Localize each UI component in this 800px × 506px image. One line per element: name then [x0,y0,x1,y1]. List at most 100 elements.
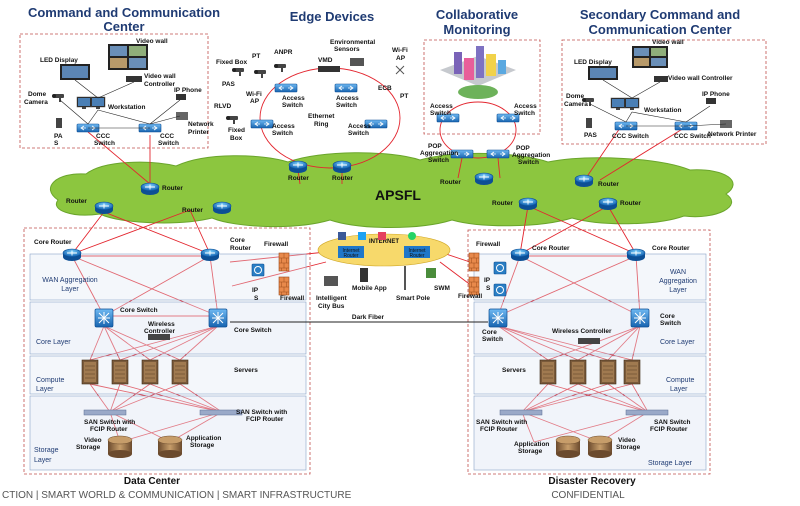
dc-core-switch-b-label: Core Switch [234,327,272,334]
dc-storage-layer-label: Storage [34,447,59,454]
dc-firewall-b-label: Firewall [280,295,304,302]
ccc-switch-b-label-2: Switch [158,140,179,147]
dc-san-l-label: SAN Switch with [84,419,135,426]
ip-phone-icon [706,98,716,104]
dc-wireless-label: Wireless [148,321,175,328]
core-switch-icon [208,308,228,328]
video-storage-icon [107,435,133,458]
dc-compute-layer-label: Compute [36,377,65,384]
heading-collaborative: Collaborative [436,7,518,22]
section-headings: Command and Communication Center Edge De… [28,5,740,37]
san-switch-icon [499,409,543,416]
dr-core-switch-r2-label: Switch [660,320,681,327]
internet-router-r2-label: Router [409,253,424,259]
dc-ips-label-2: S [254,295,259,302]
access-switch-3-label: Access [272,123,295,130]
dr-core-router-l-label: Core Router [532,245,570,252]
access-switch-1b-label: Switch [282,102,303,109]
internet-router-icon [404,246,430,258]
dr-servers-label: Servers [502,367,526,374]
server-icon [599,359,617,385]
dc-firewall-t-label: Firewall [264,241,288,248]
data-center-box [23,227,311,475]
cloud-router-cc-label: Router [162,185,183,192]
pas-speaker-icon [56,118,62,128]
server-icon [539,359,557,385]
core-router-icon [62,248,82,262]
dr-video-storage-label: Video [618,437,636,444]
heading-secondary-center: Communication Center [588,22,731,37]
edge-devices: Fixed Box PT ANPR Environmental Sensors … [214,39,408,182]
pop-l3-label: Switch [428,157,449,164]
dc-core-router-l-label: Core Router [34,239,72,246]
sec-workstation-label: Workstation [644,107,681,114]
dc-core-router-r-label: Core [230,237,245,244]
core-switch-icon [488,308,508,328]
pop-r-label: POP [516,145,530,152]
whatsapp-icon [408,232,416,240]
secondary-command-box [561,39,767,145]
vwc-label-2: Controller [144,81,176,88]
vwc-label: Video wall [144,73,176,80]
cloud-router-right-a-label: Router [492,200,513,207]
collab-access-r-label: Access [514,103,537,110]
workstation-icon [76,96,92,110]
dark-fiber-label: Dark Fiber [352,314,385,321]
pop-l-label: POP [428,143,442,150]
application-storage-icon [555,435,581,458]
ips-icon [493,261,507,275]
router-icon [140,182,160,196]
sec-pas-label: PAS [584,132,598,139]
collab-access-l2-label: Switch [430,110,451,117]
sec-vwc-label: Video wall Controller [668,75,733,82]
sec-video-wall-label: Video wall [652,39,684,46]
ip-phone-icon [176,94,186,100]
command-center-box [19,33,209,149]
video-storage-icon [587,435,613,458]
router-icon [474,172,494,186]
cloud-router-left-label: Router [66,198,87,205]
server-icon [141,359,159,385]
router-icon [288,160,308,174]
ips-icon [251,263,265,277]
core-router-icon [510,248,530,262]
sec-ccc-switch-label: CCC Switch [612,133,649,140]
dr-firewall-t-label: Firewall [476,241,500,248]
dc-wan-layer-label: WAN Aggregation [42,277,97,284]
video-wall-label: Video wall [136,38,168,45]
heading-monitoring: Monitoring [443,22,510,37]
pas-speaker-icon [586,118,592,128]
edge-pas-label: PAS [222,81,236,88]
fixed-box-b-label-2: Box [230,135,243,142]
fixed-box-label: Fixed Box [216,59,247,66]
secondary-command: Video wall LED Display Video wall Contro… [564,39,757,140]
swm-label: SWM [434,285,450,292]
internet-router-icon [338,246,364,258]
dc-core-switch-t-label: Core Switch [120,307,158,314]
router-icon [574,174,594,188]
core-router-icon [626,248,646,262]
mobile-app-label: Mobile App [352,285,387,292]
disaster-recovery-box [467,229,711,475]
router-icon [94,201,114,215]
pt-label: PT [252,53,260,60]
workstation-label: Workstation [108,104,145,111]
ccc-switch-b-label: CCC [160,133,174,140]
dc-compute-layer-label-2: Layer [36,386,54,393]
dr-core-switch-r-label: Core [660,313,675,320]
collab-monitoring-box [423,39,541,135]
sec-led-display-label: LED Display [574,59,612,66]
bus-label: Intelligent [316,295,348,302]
access-switch-4b-label: Switch [348,130,369,137]
ip-phone-label: IP Phone [174,87,202,94]
firewall-icon [278,252,290,272]
edge-wifi-label-2: AP [250,98,260,105]
env-sensors-label-2: Sensors [334,46,360,53]
access-switch-1-label: Access [282,95,305,102]
dr-core-layer-label: Core Layer [660,339,695,346]
smart-pole-icon [404,266,406,290]
edge-wifi-label: Wi-Fi [246,91,262,98]
heading-command-center-2: Center [103,19,144,34]
sec-dome-label: Dome [566,93,584,100]
san-switch-icon [199,409,243,416]
